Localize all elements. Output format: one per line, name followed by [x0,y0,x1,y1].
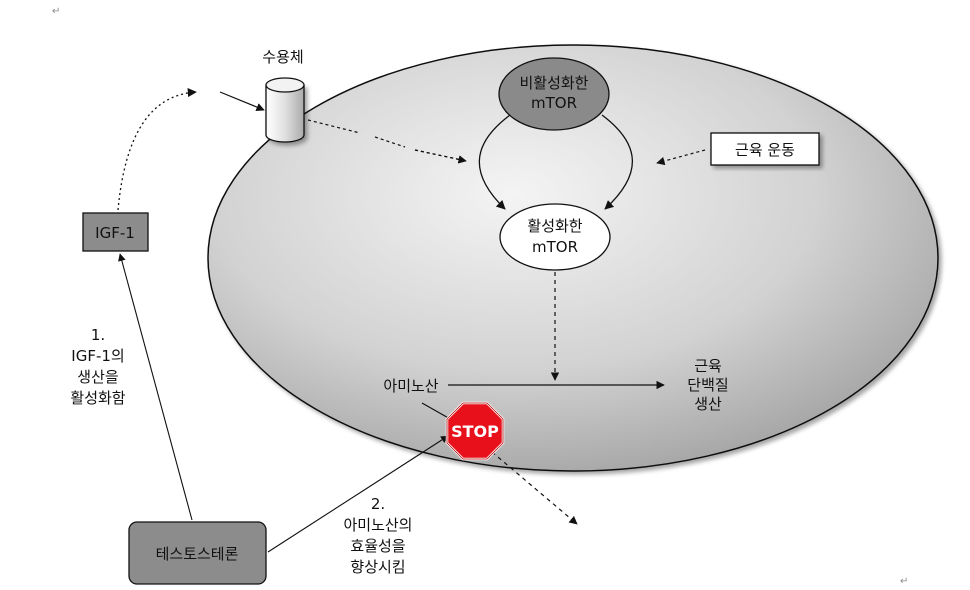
paragraph-mark-bottom: ↵ [900,576,908,587]
protein-label-3: 생산 [694,395,722,413]
igf1-label: IGF-1 [95,224,135,242]
step2-label-2: 아미노산의 [343,516,412,534]
arrow-receptor-to-mtor [414,149,467,164]
testosterone-box [128,521,267,585]
stop-label: STOP [451,422,499,441]
step1-label-3: 생산을 [77,368,118,386]
exercise-box [710,132,820,166]
inactive-mtor-node [498,57,610,131]
arrow-testosterone-to-igf1 [118,253,193,521]
step2-label-3: 효율성을 [350,537,405,555]
receptor-label: 수용체 [262,48,303,66]
arrow-into-receptor [219,91,265,112]
receptor-cylinder [265,77,305,143]
protein-label-1: 근육 [694,357,722,375]
arrow-stop-to-outside [491,451,578,525]
arrow-igf1-to-receptor [117,87,197,211]
arrow-inactive-to-active-left [478,114,511,210]
arrow-amino-to-stop [421,402,453,421]
step2-label-4: 향상시킴 [350,558,405,576]
arrow-inactive-to-active-right [601,114,634,210]
inactive-mtor-label-2: mTOR [531,94,577,112]
arrow-exercise-to-mtor [656,149,706,166]
paragraph-mark-top: ↵ [52,6,60,17]
inactive-mtor-label-1: 비활성화한 [519,74,588,92]
arrow-testosterone-to-stop [267,435,449,553]
step1-label-1: 1. [91,326,105,344]
step2-label-1: 2. [371,495,385,513]
active-mtor-node [499,203,611,271]
amino-acid-label: 아미노산 [383,377,438,395]
active-mtor-label-2: mTOR [532,238,578,256]
protein-label-2: 단백질 [687,376,728,394]
exercise-label: 근육 운동 [735,141,795,159]
stop-sign-outline [446,402,504,460]
step1-label-2: IGF-1의 [71,347,124,365]
testosterone-label: 테스토스테론 [156,545,239,563]
active-mtor-label-1: 활성화한 [527,217,582,235]
step1-label-4: 활성화함 [70,389,125,407]
igf1-box [82,212,149,252]
